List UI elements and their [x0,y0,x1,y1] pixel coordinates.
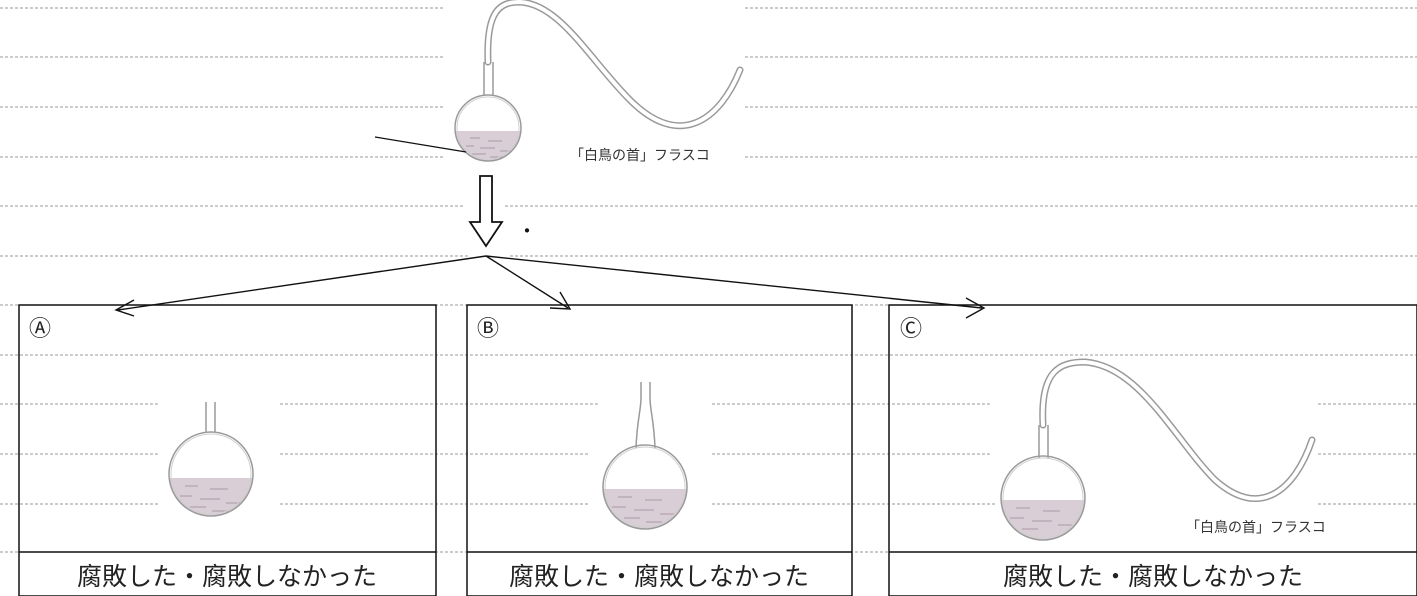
branch-arrows [114,255,986,319]
marker-dot: ・ [517,219,537,243]
result-text-c: 腐敗した・腐敗しなかった [1003,562,1303,591]
down-arrow-icon [468,175,504,248]
flask-a [168,402,254,517]
swan-neck-flask-top: 「白鳥の首」フラスコ [454,0,744,164]
panel-b: Ⓑ 腐敗した・腐敗しなかった [466,304,853,596]
panel-letter-b: Ⓑ [477,317,499,342]
panel-c: Ⓒ 「白鳥の首」フラスコ 腐敗した・腐敗しなかった [888,304,1417,596]
panel-a: Ⓐ 腐敗した・腐敗しなかった [18,304,437,596]
flask-label-top: 「白鳥の首」フラスコ [570,148,710,164]
panel-letter-c: Ⓒ [900,317,922,342]
result-text-a: 腐敗した・腐敗しなかった [77,562,377,591]
panel-letter-a: Ⓐ [29,317,51,342]
swan-neck-flask-c: 「白鳥の首」フラスコ [1000,358,1326,541]
flask-label-c: 「白鳥の首」フラスコ [1186,520,1326,536]
result-text-b: 腐敗した・腐敗しなかった [509,562,809,591]
leader-line [374,136,467,153]
flask-b [602,382,688,530]
